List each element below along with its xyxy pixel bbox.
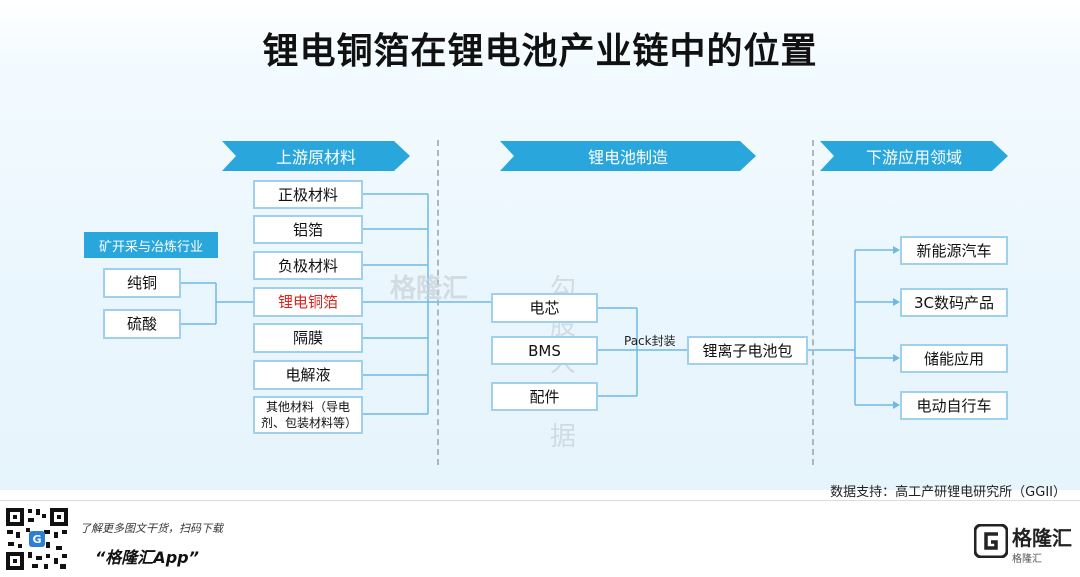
brand-logo-subtext: 格隆汇	[1012, 554, 1042, 565]
mining-item-copper: 纯铜	[103, 268, 181, 298]
raw-material-others: 其他材料（导电剂、包装材料等）	[253, 396, 363, 434]
promo-text: 了解更多图文干货，扫码下载	[80, 522, 223, 535]
brand-logo-icon	[974, 524, 1008, 558]
banner-upstream: 上游原材料	[222, 141, 410, 171]
divider-downstream	[812, 140, 814, 465]
mining-label: 矿开采与冶炼行业	[84, 232, 218, 258]
battery-pack: 锂离子电池包	[687, 336, 808, 365]
app-new-energy-vehicle: 新能源汽车	[900, 236, 1008, 265]
page-title: 锂电铜箔在锂电池产业链中的位置	[262, 31, 818, 72]
app-name: “格隆汇App”	[95, 548, 199, 567]
arrow-app-2	[893, 298, 900, 306]
divider-upstream	[437, 140, 439, 465]
source-note: 数据支持：高工产研锂电研究所（GGII）	[830, 485, 1066, 500]
raw-material-copper-foil: 锂电铜箔	[253, 287, 363, 317]
raw-material-cathode: 正极材料	[253, 180, 363, 209]
qr-code-icon[interactable]: G	[4, 506, 70, 572]
mfg-bms: BMS	[491, 336, 598, 365]
banner-downstream: 下游应用领域	[820, 141, 1008, 171]
brand-logo-text: 格隆汇	[1012, 526, 1072, 550]
watermark-brand: 格隆汇	[390, 274, 469, 304]
arrow-app-4	[893, 401, 900, 409]
banner-manufacturing: 锂电池制造	[500, 141, 756, 171]
raw-material-electrolyte: 电解液	[253, 360, 363, 390]
raw-material-aluminum-foil: 铝箔	[253, 215, 363, 244]
app-e-bike: 电动自行车	[900, 391, 1008, 420]
pack-label: Pack封装	[624, 334, 676, 348]
footer-separator	[0, 500, 1080, 501]
app-energy-storage: 储能应用	[900, 344, 1008, 373]
arrow-app-1	[893, 246, 900, 254]
mining-item-sulfuric-acid: 硫酸	[103, 309, 181, 339]
raw-material-separator: 隔膜	[253, 323, 363, 353]
mfg-cell: 电芯	[491, 293, 598, 323]
watermark: 格隆汇 勾股大数据	[390, 268, 576, 452]
brand-logo: 格隆汇 格隆汇	[974, 520, 1074, 568]
svg-text:G: G	[32, 533, 41, 546]
arrow-app-3	[893, 354, 900, 362]
mfg-accessories: 配件	[491, 382, 598, 411]
app-3c-digital: 3C数码产品	[900, 288, 1008, 317]
raw-material-anode: 负极材料	[253, 251, 363, 280]
